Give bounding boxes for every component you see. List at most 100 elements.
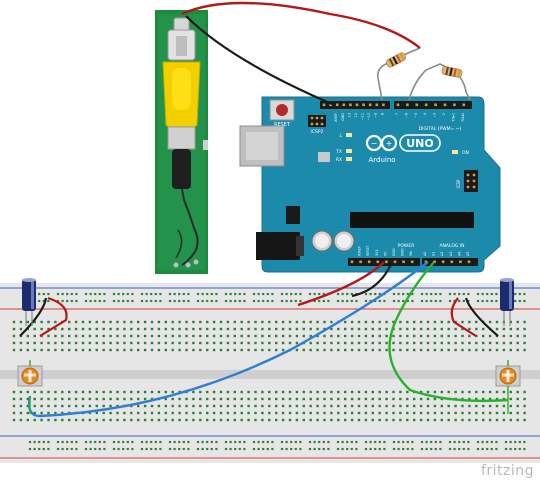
breadboard-hole (378, 334, 381, 338)
tx-led (346, 149, 352, 153)
breadboard-hole (275, 341, 278, 345)
breadboard-hole (150, 397, 154, 401)
breadboard-hole (495, 411, 499, 415)
rail-hole (112, 447, 116, 451)
rail-hole (523, 292, 526, 296)
breadboard-hole (426, 411, 430, 415)
breadboard-hole (281, 390, 285, 394)
power-pin-label: Vin (409, 251, 413, 256)
breadboard-hole (330, 341, 333, 345)
breadboard-hole (344, 327, 347, 331)
breadboard-hole (47, 397, 50, 401)
rail-hole (243, 440, 246, 444)
breadboard-hole (212, 327, 216, 331)
rail-hole (490, 299, 493, 303)
breadboard-hole (502, 334, 506, 338)
rail-hole (103, 447, 106, 451)
rail-hole (462, 440, 465, 444)
power-pin-label: 3V3 (375, 250, 379, 256)
breadboard-hole (171, 341, 174, 345)
rail-hole (336, 447, 340, 451)
rail-hole (187, 299, 190, 303)
rail-hole (131, 299, 134, 303)
breadboard-hole (116, 327, 119, 331)
rail-hole (411, 299, 414, 303)
breadboard-hole (281, 404, 285, 408)
breadboard-hole (240, 320, 243, 324)
rail-hole (392, 447, 396, 451)
breadboard-hole (461, 411, 464, 415)
resistor-1 (376, 47, 421, 101)
breadboard-hole (433, 418, 437, 422)
header-pin (393, 260, 397, 264)
breadboard-hole (219, 418, 223, 422)
breadboard-hole (378, 411, 381, 415)
breadboard-hole (364, 390, 368, 394)
breadboard-hole (81, 390, 85, 394)
breadboard-hole (116, 334, 119, 338)
breadboard-hole (344, 404, 347, 408)
rail-hole (327, 299, 330, 303)
breadboard-hole (254, 334, 257, 338)
rail-hole (145, 440, 148, 444)
rail-hole (56, 440, 60, 444)
rail-hole (462, 447, 465, 451)
rail-hole (299, 299, 302, 303)
breadboard-hole (371, 320, 374, 324)
breadboard-hole (178, 341, 181, 345)
breadboard-hole (130, 341, 133, 345)
breadboard-hole (19, 397, 23, 401)
breadboard-hole (302, 397, 305, 401)
breadboard-hole (482, 348, 485, 352)
rail-hole (224, 440, 228, 444)
breadboard-hole (109, 418, 112, 422)
breadboard-hole (157, 418, 161, 422)
breadboard-hole (468, 327, 471, 331)
digital-pin-label: ~3 (433, 113, 437, 118)
rail-hole (425, 292, 428, 296)
breadboard-hole (378, 397, 381, 401)
rail-hole (257, 440, 260, 444)
rail-hole (364, 447, 368, 451)
breadboard-hole (88, 320, 92, 324)
rail-hole (294, 440, 297, 444)
rail-hole (42, 299, 45, 303)
rail-hole (215, 292, 218, 296)
rail-hole (61, 440, 64, 444)
rail-hole (290, 447, 293, 451)
rail-hole (430, 292, 433, 296)
breadboard-hole (261, 320, 264, 324)
rail-hole (224, 292, 228, 296)
breadboard-hole (495, 390, 499, 394)
rail-hole (140, 447, 144, 451)
breadboard-hole (261, 334, 264, 338)
breadboard-hole (316, 327, 319, 331)
breadboard-hole (482, 404, 485, 408)
breadboard-hole (61, 397, 64, 401)
digital-pin-label: GND (341, 113, 345, 121)
power-pin-label: 5V (383, 251, 387, 256)
breadboard-hole (192, 341, 195, 345)
breadboard-hole (461, 390, 464, 394)
breadboard-hole (137, 320, 140, 324)
breadboard-hole (392, 320, 395, 324)
breadboard-hole (495, 348, 499, 352)
breadboard-hole (357, 341, 361, 345)
rail-hole (140, 299, 144, 303)
breadboard-hole (406, 397, 409, 401)
header-pin (382, 103, 385, 107)
breadboard-hole (233, 327, 236, 331)
breadboard-hole (268, 397, 271, 401)
breadboard-hole (426, 320, 430, 324)
rail-hole (126, 440, 129, 444)
breadboard-hole (40, 404, 43, 408)
rail-hole (89, 440, 92, 444)
breadboard-hole (68, 341, 71, 345)
arduino-logo: − + UNO Arduino (365, 134, 441, 164)
atmega-chip (350, 212, 474, 228)
breadboard-hole (371, 411, 374, 415)
rail-hole (266, 447, 269, 451)
breadboard-hole (95, 390, 98, 394)
rail-hole (392, 440, 396, 444)
